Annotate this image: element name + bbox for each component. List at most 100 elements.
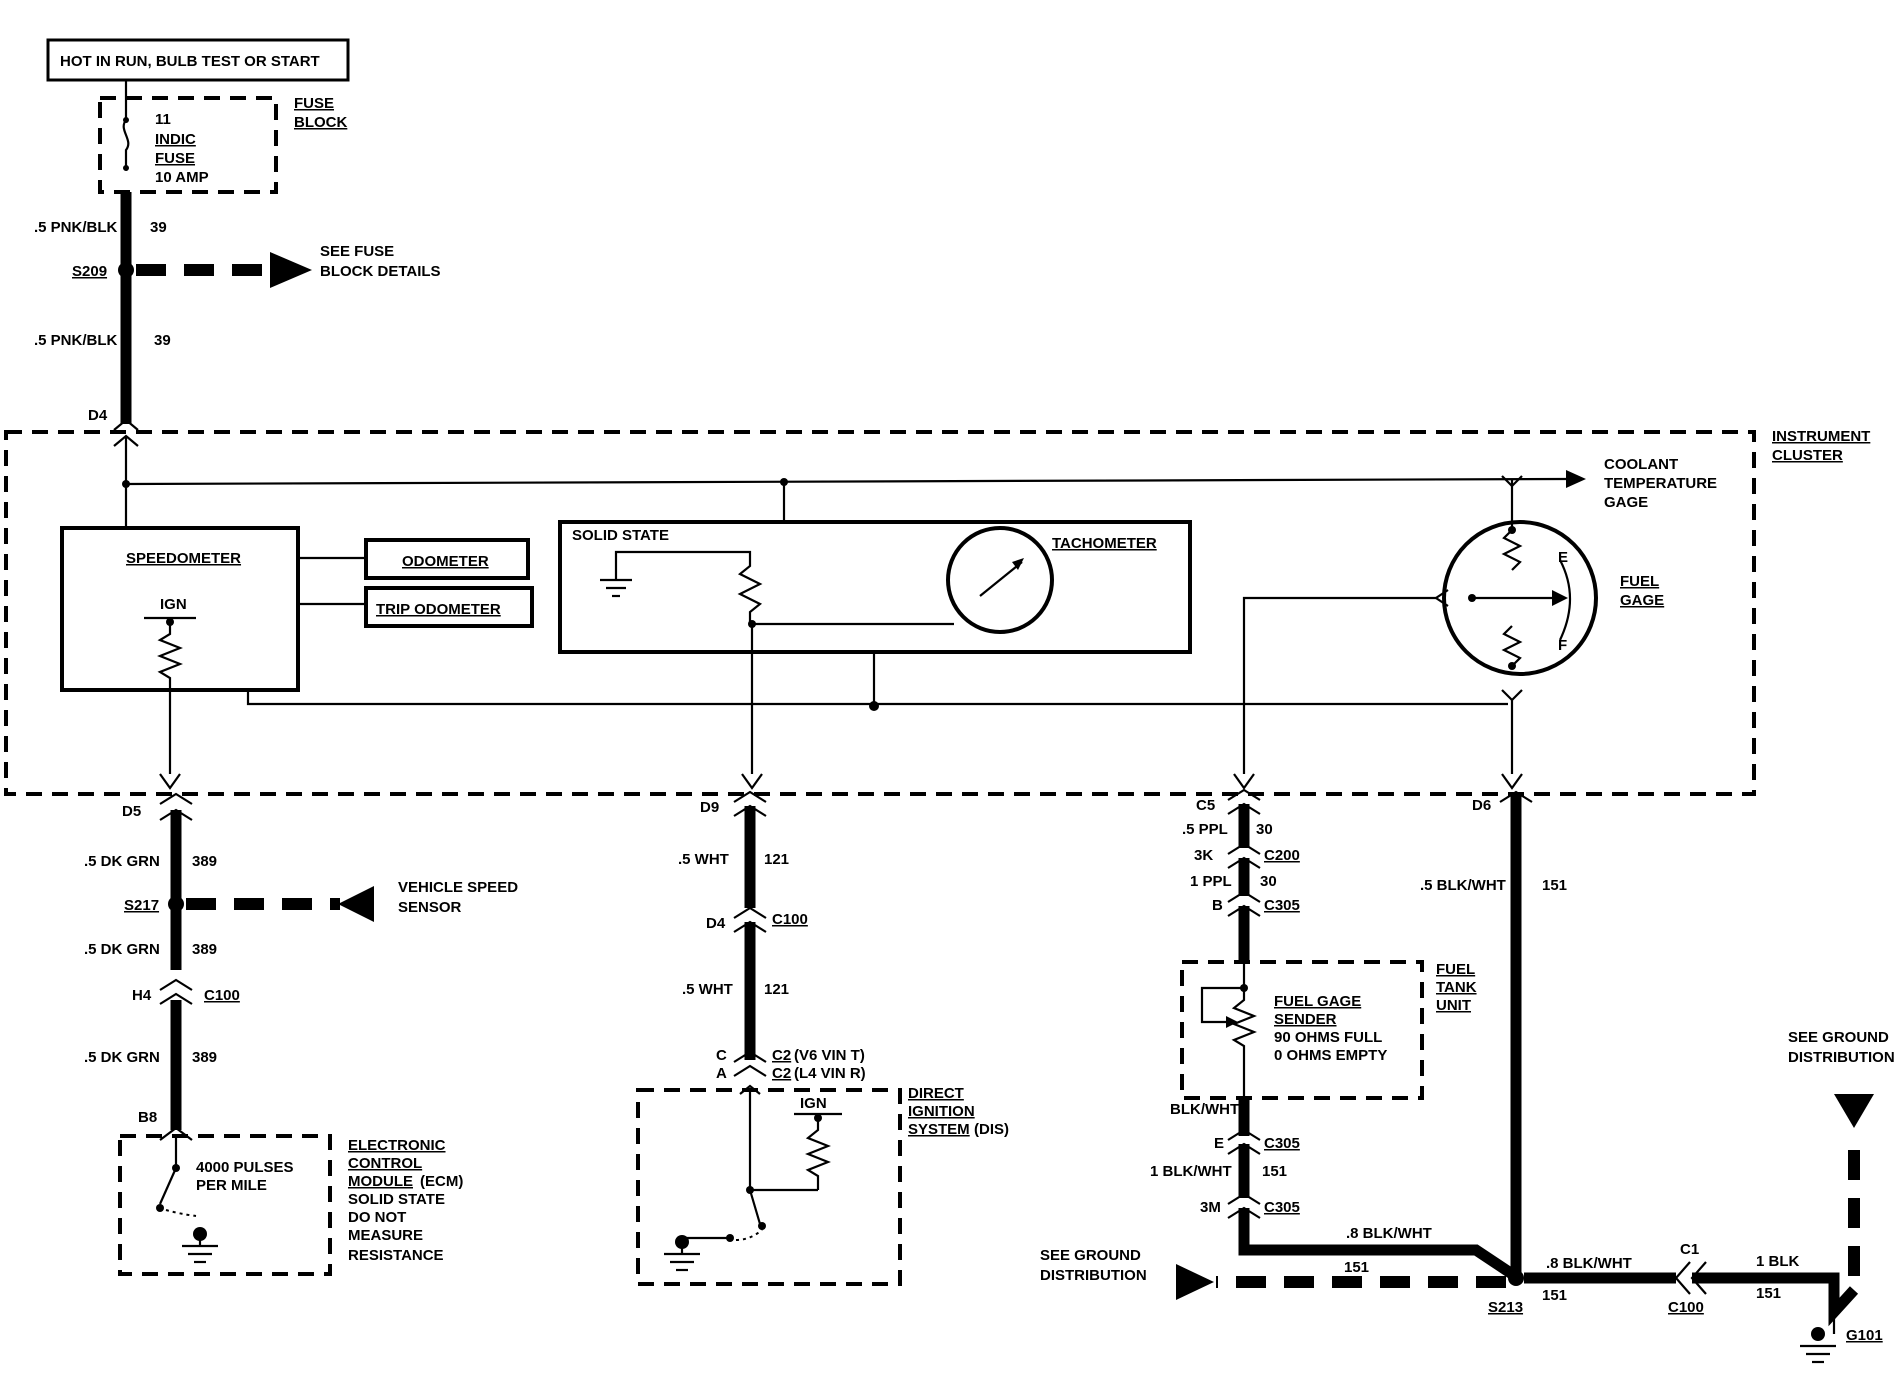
sender-label-3: 90 OHMS FULL (1274, 1029, 1382, 1046)
tachometer-gauge-icon (946, 526, 1054, 634)
splice-s209-label: S209 (72, 263, 107, 280)
speed-circuit-1: 389 (192, 853, 217, 870)
speedometer-box (60, 526, 300, 692)
fuse-name-2: FUSE (155, 150, 195, 167)
fuel-circuit-2: 30 (1260, 873, 1277, 890)
ecm-label-4: SOLID STATE (348, 1191, 445, 1208)
top-circuit: .5 PNK/BLK 39 S209 SEE FUSE BLOCK DETAIL… (34, 192, 441, 528)
ecm-label-5: DO NOT (348, 1209, 406, 1226)
fuel-wire-5: .8 BLK/WHT (1346, 1225, 1432, 1242)
pin-c5: C5 (1196, 797, 1215, 814)
pin-b: B (1212, 897, 1223, 914)
instrument-cluster: INSTRUMENT CLUSTER COOLANT TEMPERATURE G… (4, 428, 1870, 796)
pin-d6: D6 (1472, 797, 1491, 814)
vss-label-1: VEHICLE SPEED (398, 879, 518, 896)
tank-label-1: FUEL (1436, 961, 1475, 978)
tach-circuit: D9 .5 WHT 121 D4 C100 .5 WHT 121 C A C2 … (636, 790, 1009, 1286)
arrow-icon (338, 886, 374, 922)
top-wire-2-label: .5 PNK/BLK (34, 332, 118, 349)
vss-label-2: SENSOR (398, 899, 462, 916)
dis-ign-label: IGN (800, 1095, 827, 1112)
top-circuit-1-number: 39 (150, 219, 167, 236)
see-ground-left-1: SEE GROUND (1040, 1247, 1141, 1264)
tank-label-2: TANK (1436, 979, 1477, 996)
tachometer-label: TACHOMETER (1052, 535, 1157, 552)
conn-c2-a-note: (V6 VIN T) (794, 1047, 865, 1064)
fuse-number: 11 (155, 111, 171, 128)
tank-label-3: UNIT (1436, 997, 1471, 1014)
conn-c2-a: C2 (772, 1047, 791, 1064)
pin-a: A (716, 1065, 727, 1082)
splice-s213-label: S213 (1488, 1299, 1523, 1316)
speedometer-label: SPEEDOMETER (126, 550, 241, 567)
fuse-rating: 10 AMP (155, 169, 209, 186)
fuel-gage-label-2: GAGE (1620, 592, 1664, 609)
see-ground-right-1: SEE GROUND (1788, 1029, 1889, 1046)
conn-c100-ground: C100 (1668, 1299, 1704, 1316)
ground-circuit-2: 151 (1542, 1287, 1567, 1304)
pin-h4: H4 (132, 987, 152, 1004)
conn-c100-speed: C100 (204, 987, 240, 1004)
power-label: HOT IN RUN, BULB TEST OR START (60, 53, 320, 70)
ecm-label-3: MODULE (348, 1173, 413, 1190)
conn-c200: C200 (1264, 847, 1300, 864)
ground-circuit: D6 .5 BLK/WHT 151 S213 SEE GROUND DISTRI… (1040, 790, 1895, 1364)
splice-note-2: BLOCK DETAILS (320, 263, 441, 280)
fuel-wire-3: BLK/WHT (1170, 1101, 1239, 1118)
gage-e-label: E (1558, 549, 1568, 566)
fuel-circuit: C5 .5 PPL 30 3K C200 1 PPL 30 B C305 FUE… (1150, 788, 1516, 1279)
pin-d5: D5 (122, 803, 141, 820)
trip-odometer-label: TRIP ODOMETER (376, 601, 501, 618)
speed-wire-1: .5 DK GRN (84, 853, 160, 870)
fuel-wire-1: .5 PPL (1182, 821, 1228, 838)
arrow-icon (270, 252, 312, 288)
odometer-label: ODOMETER (402, 553, 489, 570)
ground-wire-2: .8 BLK/WHT (1546, 1255, 1632, 1272)
speed-circuit: D5 .5 DK GRN 389 S217 VEHICLE SPEED SENS… (84, 792, 518, 1276)
top-circuit-2-number: 39 (154, 332, 171, 349)
ground-g101-label: G101 (1846, 1327, 1883, 1344)
pin-c: C (716, 1047, 727, 1064)
speed-circuit-3: 389 (192, 1049, 217, 1066)
fuse-block-title-2: BLOCK (294, 114, 347, 131)
tach-wire-2: .5 WHT (682, 981, 733, 998)
ecm-label-6: MEASURE (348, 1227, 423, 1244)
splice-s209-dot (118, 262, 134, 278)
tach-circuit-2: 121 (764, 981, 789, 998)
cluster-title-2: CLUSTER (1772, 447, 1843, 464)
coolant-label-2: TEMPERATURE (1604, 475, 1717, 492)
sender-label-2: SENDER (1274, 1011, 1337, 1028)
pin-e: E (1214, 1135, 1224, 1152)
pin-3m: 3M (1200, 1199, 1221, 1216)
conn-c2-b: C2 (772, 1065, 791, 1082)
conn-c100-tach: C100 (772, 911, 808, 928)
fuel-circuit-1: 30 (1256, 821, 1273, 838)
ground-circuit-3: 151 (1756, 1285, 1781, 1302)
pulses-label-1: 4000 PULSES (196, 1159, 294, 1176)
tach-wire-1: .5 WHT (678, 851, 729, 868)
tach-circuit-1: 121 (764, 851, 789, 868)
trip-odometer-box (364, 586, 534, 628)
fuel-wire-2: 1 PPL (1190, 873, 1232, 890)
ecm-label-3b: (ECM) (420, 1173, 463, 1190)
sender-label-1: FUEL GAGE (1274, 993, 1361, 1010)
coolant-label-3: GAGE (1604, 494, 1648, 511)
fuel-circuit-5: 151 (1344, 1259, 1369, 1276)
speed-wire-3: .5 DK GRN (84, 1049, 160, 1066)
fuel-gage-icon (1442, 520, 1598, 676)
fuel-tank-unit-box (1180, 960, 1424, 1100)
top-wire-1-label: .5 PNK/BLK (34, 219, 118, 236)
gage-f-label: F (1558, 637, 1567, 654)
ecm-box (118, 1134, 332, 1276)
solid-state-box (558, 520, 1192, 654)
dis-label-3: SYSTEM (908, 1121, 970, 1138)
fuel-gage-label-1: FUEL (1620, 573, 1659, 590)
conn-c305-b: C305 (1264, 1135, 1300, 1152)
sender-label-4: 0 OHMS EMPTY (1274, 1047, 1387, 1064)
splice-s213-dot (1508, 1270, 1524, 1286)
odometer-box (364, 538, 530, 580)
speed-wire-2: .5 DK GRN (84, 941, 160, 958)
conn-c305-a: C305 (1264, 897, 1300, 914)
pulses-label-2: PER MILE (196, 1177, 267, 1194)
